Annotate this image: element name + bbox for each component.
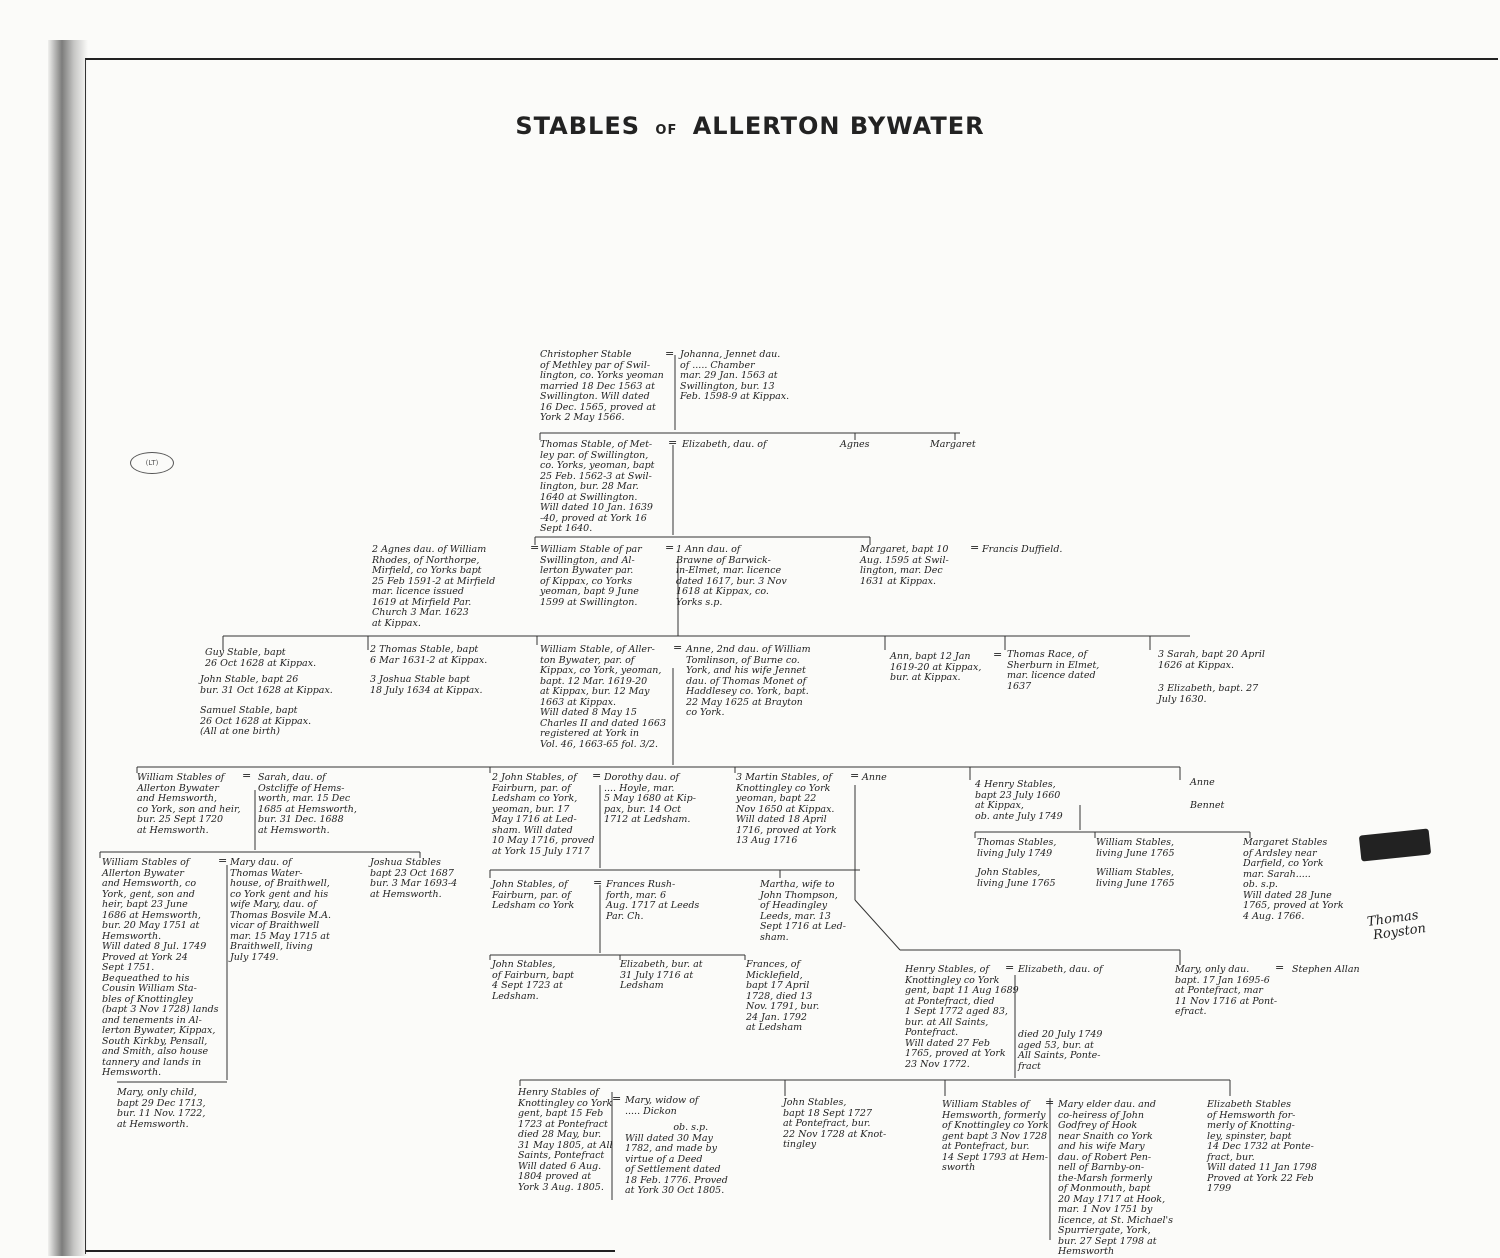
entry-william-stables-7: William Stables of Hemsworth, formerly o…	[942, 1099, 1049, 1173]
entry-ann-sibling: Ann, bapt 12 Jan 1619-20 at Kippax, bur.…	[890, 651, 982, 683]
entry-william-stables-heir: William Stables of Allerton Bywater and …	[102, 857, 219, 1078]
entry-william-stable-2: William Stable, of Aller- ton Bywater, p…	[540, 644, 667, 750]
title-word-bywater: BYWATER	[849, 112, 985, 140]
marriage-sign: =	[668, 436, 678, 449]
title-word-allerton: ALLERTON	[692, 112, 841, 140]
entry-elizabeth-stables-4: Elizabeth Stables of Hemsworth for- merl…	[1207, 1099, 1317, 1194]
marriage-sign: =	[242, 769, 252, 782]
entry-thomas-stable: Thomas Stable, of Met- ley par. of Swill…	[540, 439, 655, 534]
entry-henry-stables-3: Henry Stables of Knottingley co York gen…	[518, 1087, 613, 1193]
entry-margaret-stables: Margaret Stables of Ardsley near Darfiel…	[1243, 837, 1344, 922]
entry-agnes-rhodes: 2 Agnes dau. of William Rhodes, of North…	[372, 544, 496, 629]
entry-joshua-stable: 3 Joshua Stable bapt 18 July 1634 at Kip…	[370, 674, 483, 696]
entry-margaret-duffield: Margaret, bapt 10 Aug. 1595 at Swil- lin…	[860, 544, 949, 587]
marriage-sign: =	[665, 541, 675, 554]
entry-john-stables-fairburn: 2 John Stables, of Fairburn, par. of Led…	[492, 772, 595, 857]
entry-mary-only-dau: Mary, only dau. bapt. 17 Jan 1695-6 at P…	[1175, 964, 1278, 1017]
marriage-sign: =	[592, 769, 602, 782]
marriage-sign: =	[850, 769, 860, 782]
entry-frances-micklefield: Frances, of Micklefield, bapt 17 April 1…	[746, 959, 820, 1033]
entry-stephen-allan: Stephen Allan	[1292, 964, 1360, 975]
marriage-sign: =	[1045, 1096, 1055, 1109]
entry-william-stables-5: William Stables, living June 1765	[1096, 837, 1175, 859]
entry-christopher-stable: Christopher Stable of Methley par of Swi…	[540, 349, 664, 423]
entry-thomas-stables-3: Thomas Stables, living July 1749	[977, 837, 1057, 859]
marriage-sign: =	[612, 1092, 622, 1105]
marriage-sign: =	[530, 541, 540, 554]
entry-william-stables-6: William Stables, living June 1765	[1096, 867, 1175, 889]
entry-martin-stables: 3 Martin Stables, of Knottingley co York…	[736, 772, 837, 846]
entry-mary-only-child: Mary, only child, bapt 29 Dec 1713, bur.…	[117, 1087, 206, 1130]
entry-elizabeth-2: Elizabeth, bur. at 31 July 1716 at Ledsh…	[620, 959, 703, 991]
entry-elizabeth: Elizabeth, dau. of	[682, 439, 767, 450]
page-title: STABLES OF ALLERTON BYWATER	[0, 112, 1500, 140]
entry-dorothy-hoyle: Dorothy dau. of .... Hoyle, mar. 5 May 1…	[604, 772, 696, 825]
marriage-sign: =	[1005, 961, 1015, 974]
entry-anne-martin: Anne	[862, 772, 887, 783]
entry-mary-waterhouse: Mary dau. of Thomas Water- house, of Bra…	[230, 857, 332, 963]
entry-john-stables-6: John Stables, bapt 18 Sept 1727 at Ponte…	[783, 1097, 887, 1150]
document-sheet	[85, 58, 1498, 1254]
title-word-stables: STABLES	[515, 112, 641, 140]
entry-mary-dickon: Mary, widow of ..... Dickon	[625, 1095, 699, 1117]
entry-mary-dickon-note: ob. s.p. Will dated 30 May 1782, and mad…	[625, 1122, 728, 1196]
entry-margaret: Margaret	[930, 439, 976, 450]
entry-elizabeth-sibling: 3 Elizabeth, bapt. 27 July 1630.	[1158, 683, 1259, 705]
marriage-sign: =	[993, 648, 1003, 661]
entry-anne-tomlinson: Anne, 2nd dau. of William Tomlinson, of …	[686, 644, 811, 718]
binding-shadow	[48, 40, 88, 1256]
entry-william-stable: William Stable of par Swillington, and A…	[540, 544, 642, 608]
entry-francis-duffield: Francis Duffield.	[982, 544, 1063, 555]
line-martin-diag	[854, 899, 901, 951]
entry-martha-thompson: Martha, wife to John Thompson, of Headin…	[760, 879, 846, 943]
entry-sarah-sibling: 3 Sarah, bapt 20 April 1626 at Kippax.	[1158, 649, 1265, 671]
entry-thomas-stable-2: 2 Thomas Stable, bapt 6 Mar 1631-2 at Ki…	[370, 644, 488, 666]
entry-agnes: Agnes	[840, 439, 870, 450]
marginal-oval-note: (LT)	[130, 452, 174, 474]
entry-guy-stable: Guy Stable, bapt 26 Oct 1628 at Kippax.	[205, 647, 317, 669]
marriage-sign: =	[673, 641, 683, 654]
entry-joshua-stables: Joshua Stables bapt 23 Oct 1687 bur. 3 M…	[370, 857, 458, 900]
bottom-rule	[85, 1250, 615, 1252]
entry-john-stables-3: John Stables, living June 1765	[977, 867, 1056, 889]
marriage-sign: =	[593, 876, 603, 889]
marriage-sign: =	[665, 347, 675, 360]
entry-john-stables-5: John Stables, of Fairburn, bapt 4 Sept 1…	[492, 959, 574, 1002]
marriage-sign: =	[218, 854, 228, 867]
marriage-sign: =	[1275, 961, 1285, 974]
entry-bennet: Bennet	[1190, 800, 1225, 811]
entry-anne-bennet: Anne	[1190, 777, 1215, 788]
entry-samuel-stable: Samuel Stable, bapt 26 Oct 1628 at Kippa…	[200, 705, 312, 737]
entry-john-stable: John Stable, bapt 26 bur. 31 Oct 1628 at…	[200, 674, 333, 696]
entry-frances-rushforth: Frances Rush- forth, mar. 6 Aug. 1717 at…	[606, 879, 700, 922]
entry-sarah-ostcliffe: Sarah, dau. of Ostcliffe of Hems- worth,…	[258, 772, 357, 836]
entry-mary-godfrey: Mary elder dau. and co-heiress of John G…	[1058, 1099, 1174, 1257]
entry-ann-brawne: 1 Ann dau. of Brawne of Barwick- in-Elme…	[676, 544, 787, 608]
marriage-sign: =	[970, 541, 980, 554]
entry-henry-stables-2: Henry Stables, of Knottingley co York ge…	[905, 964, 1019, 1070]
entry-henry-stables-1: 4 Henry Stables, bapt 23 July 1660 at Ki…	[975, 779, 1063, 822]
entry-william-stables-3: William Stables of Allerton Bywater and …	[137, 772, 241, 836]
marginal-oval-text: (LT)	[145, 459, 159, 467]
entry-thomas-race: Thomas Race, of Sherburn in Elmet, mar. …	[1007, 649, 1100, 692]
entry-johanna: Johanna, Jennet dau. of ..... Chamber ma…	[680, 349, 790, 402]
entry-elizabeth-3: Elizabeth, dau. of	[1018, 964, 1103, 975]
title-word-of: OF	[655, 123, 678, 138]
entry-elizabeth-3-note: died 20 July 1749 aged 53, bur. at All S…	[1018, 1029, 1103, 1072]
entry-john-stables-4: John Stables, of Fairburn, par. of Ledsh…	[492, 879, 575, 911]
